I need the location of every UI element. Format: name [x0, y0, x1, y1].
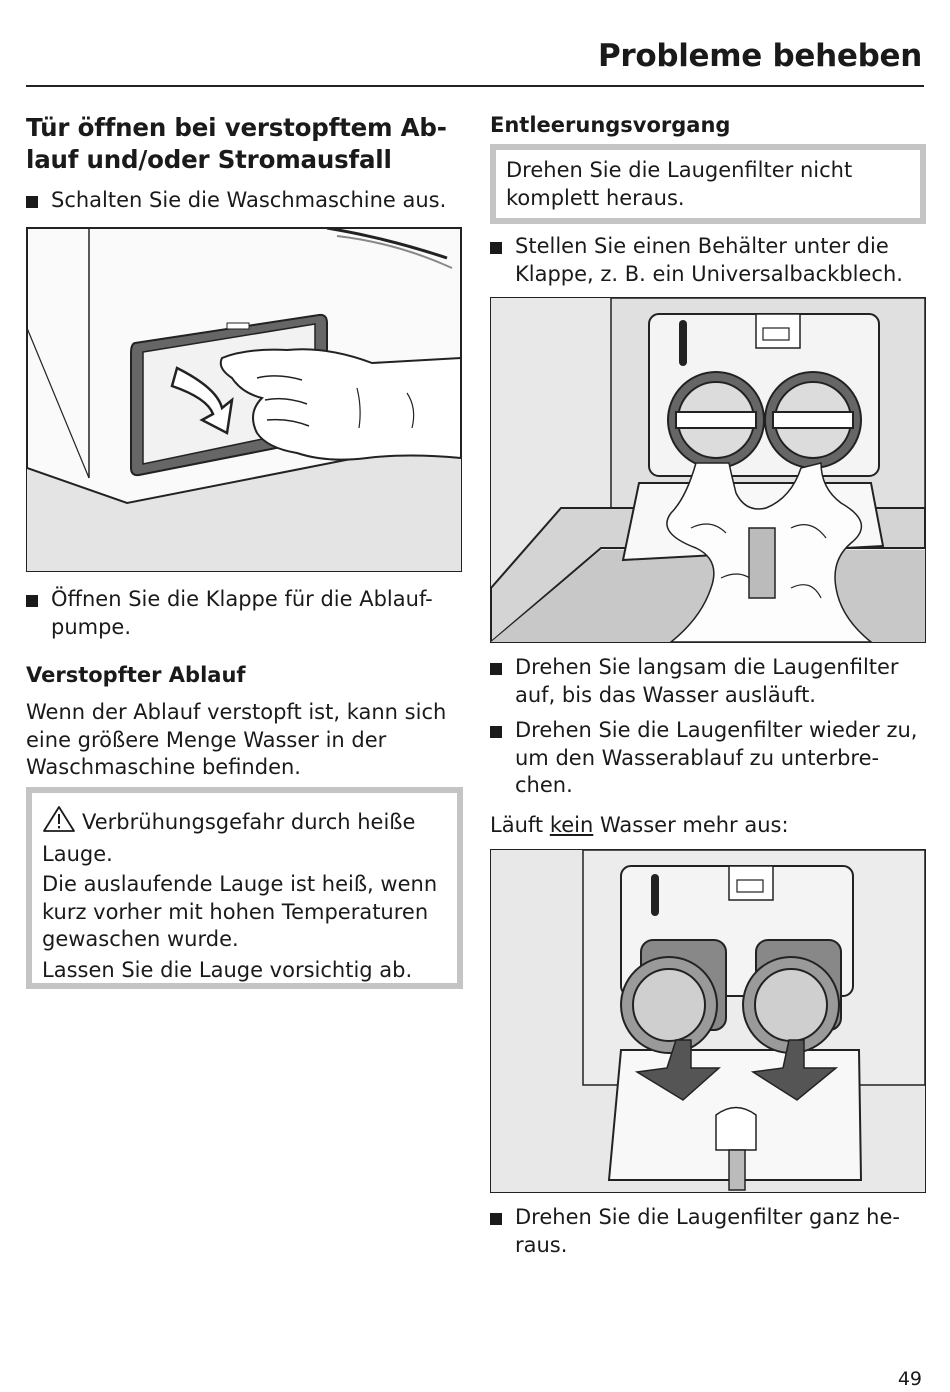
page-number: 49 [897, 1368, 922, 1390]
step-text: Klappe, z. B. ein Universalbackblech. [515, 261, 903, 286]
instruction-step: Schalten Sie die Waschmaschine aus. [26, 187, 446, 215]
note-line: komplett heraus. [506, 185, 685, 210]
paragraph-blocked-drain: Wenn der Ablauf verstopft ist, kann sich… [26, 699, 446, 782]
heading-line: Tür öffnen bei verstopftem Ab- [26, 113, 447, 142]
warning-title-line: Verbrühungsgefahr durch heiße [42, 805, 447, 841]
instruction-step: Öffnen Sie die Klappe für die Ablauf- pu… [26, 586, 433, 641]
warning-text: Verbrühungsgefahr durch heiße Lauge. Die… [42, 805, 447, 984]
no-water-line: Läuft kein Wasser mehr aus: [490, 812, 789, 840]
step-text: Drehen Sie die Laugenfilter ganz he- [515, 1205, 900, 1229]
illustration-water-draining [490, 297, 926, 643]
filters-draining-illustration [491, 298, 925, 642]
step-text: um den Wasserablauf zu unterbre- [515, 745, 880, 770]
step-text: Öffnen Sie die Klappe für die Ablauf- [51, 587, 433, 611]
page-section-title: Probleme beheben [597, 38, 922, 74]
instruction-step: Stellen Sie einen Behälter unter die Kla… [490, 233, 903, 288]
filters-removal-illustration [491, 850, 925, 1192]
no-water-text: Läuft [490, 813, 550, 837]
warning-line: Verbrühungsgefahr durch heiße [82, 810, 416, 834]
note-box: Drehen Sie die Laugenfilter nicht komple… [490, 144, 926, 224]
paragraph-line: Waschmaschine befinden. [26, 755, 301, 779]
instruction-step: Drehen Sie langsam die Laugenfilter auf,… [490, 654, 899, 709]
hand-opening-flap-illustration [27, 228, 461, 571]
warning-box: Verbrühungsgefahr durch heiße Lauge. Die… [26, 787, 463, 989]
no-water-emphasis: kein [549, 813, 594, 837]
warning-triangle-icon [42, 805, 76, 841]
step-text: raus. [515, 1232, 568, 1257]
step-text: Schalten Sie die Waschmaschine aus. [51, 188, 447, 212]
heading-line: lauf und/oder Stromausfall [26, 145, 392, 174]
warning-line: Lassen Sie die Lauge vorsichtig ab. [42, 957, 413, 982]
step-text: pumpe. [51, 614, 132, 639]
warning-line: Lauge. [42, 841, 113, 866]
instruction-step: Drehen Sie die Laugenfilter ganz he- rau… [490, 1204, 900, 1259]
note-line: Drehen Sie die Laugenfilter nicht [506, 158, 853, 182]
step-text: Stellen Sie einen Behälter unter die [515, 234, 889, 258]
step-text: Drehen Sie die Laugenfilter wieder zu, [515, 718, 918, 742]
paragraph-line: eine größere Menge Wasser in der [26, 727, 387, 752]
subheading-draining: Entleerungsvorgang [490, 113, 731, 137]
step-text: auf, bis das Wasser ausläuft. [515, 682, 816, 707]
warning-line: kurz vorher mit hohen Temperaturen [42, 899, 429, 924]
paragraph-line: Wenn der Ablauf verstopft ist, kann sich [26, 700, 447, 724]
note-text: Drehen Sie die Laugenfilter nicht komple… [506, 157, 910, 212]
step-text: Drehen Sie langsam die Laugenfilter [515, 655, 899, 679]
no-water-text: Wasser mehr aus: [593, 813, 789, 837]
illustration-remove-filters [490, 849, 926, 1193]
step-text: chen. [515, 773, 573, 797]
subheading-blocked-drain: Verstopfter Ablauf [26, 663, 246, 687]
header-divider [26, 85, 924, 87]
section-heading: Tür öffnen bei verstopftem Ab- lauf und/… [26, 112, 447, 176]
instruction-step: Drehen Sie die Laugenfilter wieder zu, u… [490, 717, 917, 800]
warning-line: Die auslaufende Lauge ist heiß, wenn [42, 872, 438, 896]
warning-line: gewaschen wurde. [42, 927, 239, 951]
illustration-open-flap [26, 227, 462, 572]
